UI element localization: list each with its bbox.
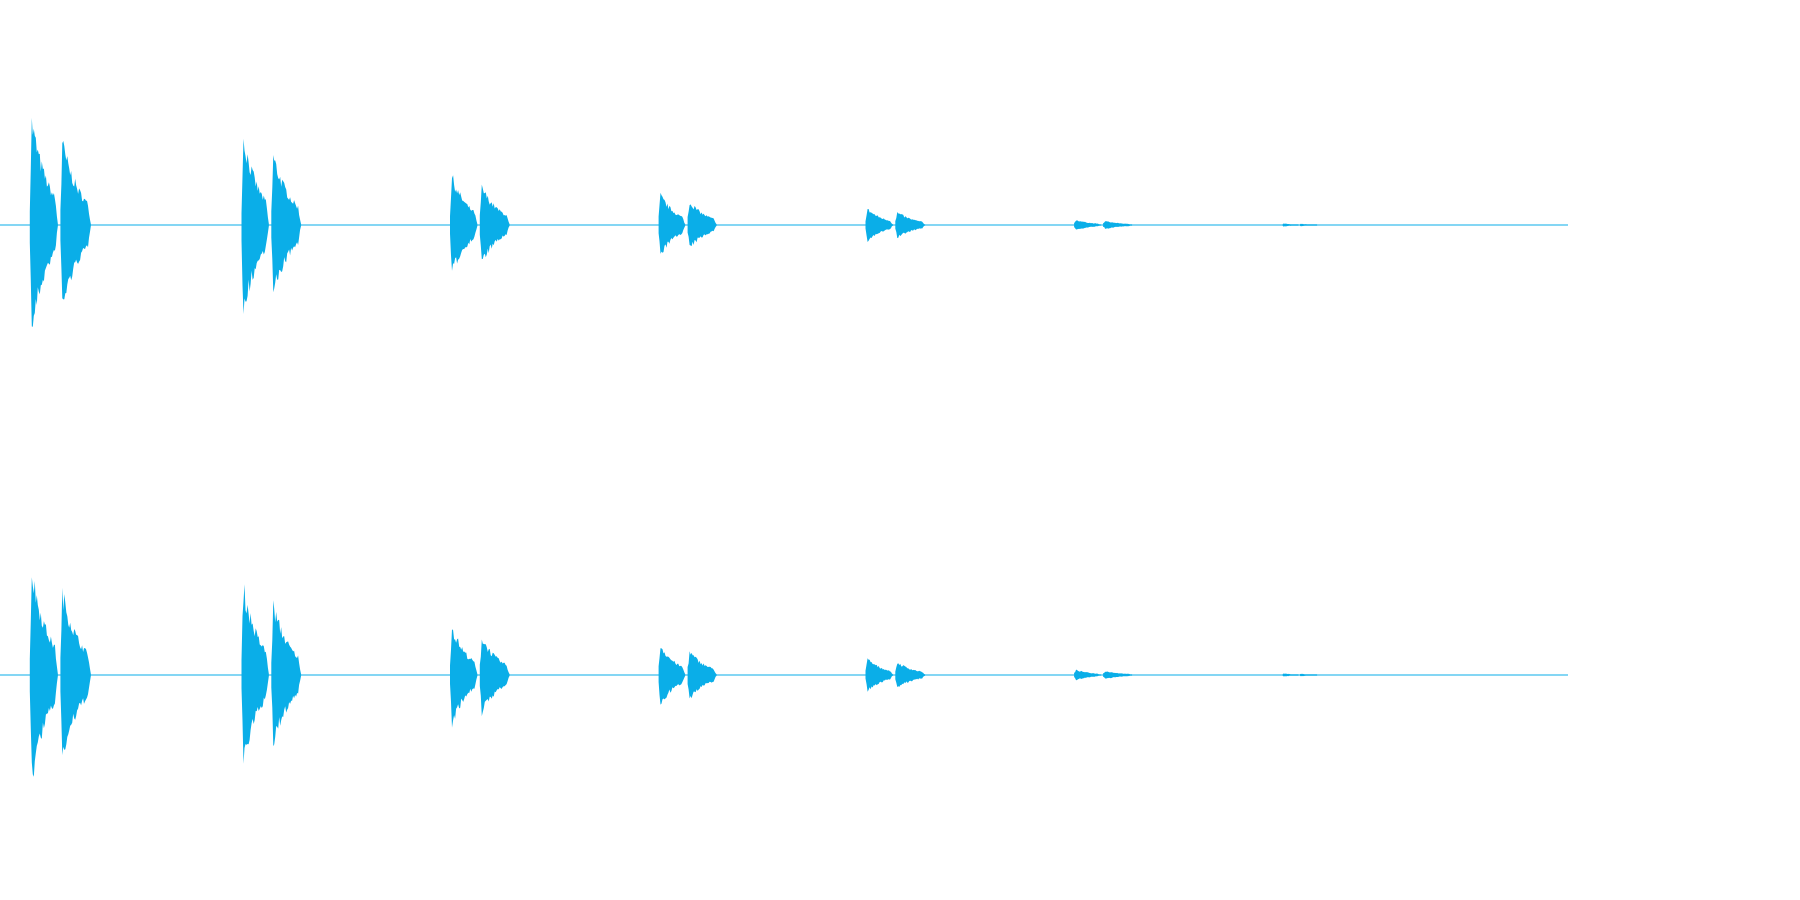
channel-1-burst-1-pulse-1	[29, 117, 58, 327]
channel-2-burst-4-pulse-2	[687, 651, 717, 699]
channel-2-burst-6-pulse-1	[1074, 669, 1101, 681]
channel-2-burst-3-pulse-2	[479, 639, 510, 717]
channel-1-burst-6-pulse-2	[1103, 221, 1133, 229]
channel-2-burst-7-pulse-1	[1282, 673, 1299, 677]
channel-2-burst-5-pulse-2	[895, 663, 926, 687]
channel-2-burst-1-pulse-2	[60, 587, 91, 756]
channel-1	[0, 117, 1568, 327]
channel-1-burst-4-pulse-2	[687, 204, 717, 247]
channel-1-burst-5-pulse-2	[895, 212, 926, 239]
channel-2-burst-7-pulse-2	[1299, 673, 1318, 677]
channel-1-burst-3-pulse-2	[479, 184, 510, 260]
channel-1-burst-4-pulse-1	[658, 192, 686, 254]
channel-2-burst-5-pulse-1	[865, 658, 893, 692]
channel-2-burst-3-pulse-1	[450, 629, 478, 728]
channel-1-burst-5-pulse-1	[865, 209, 893, 242]
channel-1-burst-1-pulse-2	[60, 141, 91, 300]
channel-1-burst-6-pulse-1	[1074, 220, 1101, 230]
channel-2-burst-6-pulse-2	[1103, 671, 1133, 679]
channel-1-burst-2-pulse-1	[241, 138, 269, 314]
channel-1-burst-7-pulse-1	[1282, 223, 1299, 227]
channel-2	[0, 577, 1568, 777]
channel-2-burst-1-pulse-1	[29, 577, 58, 777]
channel-1-burst-7-pulse-2	[1299, 223, 1318, 227]
channel-2-burst-4-pulse-1	[658, 648, 686, 705]
channel-1-burst-2-pulse-2	[271, 155, 302, 293]
channel-1-burst-3-pulse-1	[450, 175, 478, 271]
channel-2-burst-2-pulse-2	[271, 600, 302, 747]
channel-2-burst-2-pulse-1	[241, 584, 269, 764]
